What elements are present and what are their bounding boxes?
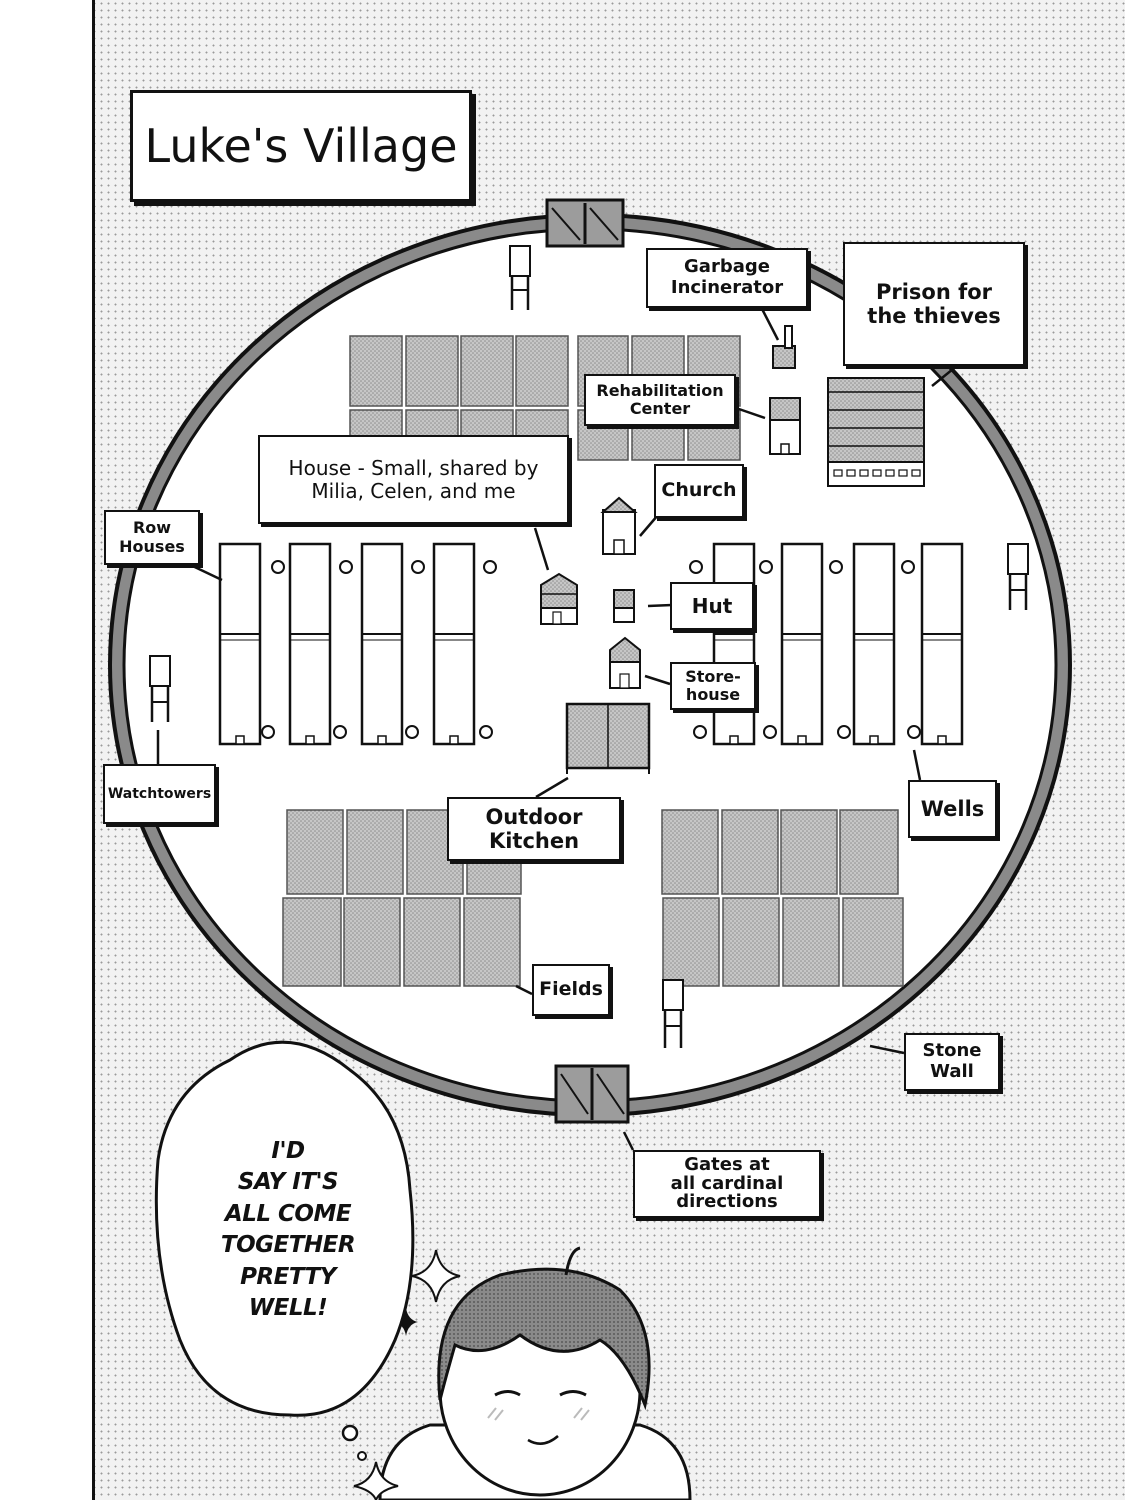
thought-line: SAY IT'S: [237, 1169, 339, 1195]
stone-wall-label: Stone Wall: [904, 1033, 1000, 1091]
prison-building: [827, 377, 925, 487]
thought-line: WELL!: [248, 1295, 328, 1321]
well: [405, 725, 419, 739]
row-house: [432, 542, 476, 746]
well: [759, 560, 773, 574]
storehouse-label: Store- house: [670, 662, 756, 710]
watchtower-south: [662, 979, 684, 1048]
panel-border: [92, 0, 95, 1500]
church-label: Church: [654, 464, 744, 518]
row-houses: [218, 542, 964, 746]
gates-label: Gates at all cardinal directions: [633, 1150, 821, 1218]
well: [689, 560, 703, 574]
character-luke: [378, 1246, 692, 1500]
well: [411, 560, 425, 574]
watchtower-east: [1007, 543, 1029, 610]
well: [483, 560, 497, 574]
page-title: Luke's Village: [130, 90, 472, 202]
page-gutter: [0, 0, 92, 1500]
outdoor-kitchen-label: Outdoor Kitchen: [447, 797, 621, 861]
south-gate: [554, 1064, 630, 1124]
north-gate: [545, 198, 625, 248]
hut-label: Hut: [670, 582, 754, 630]
main-house-building: [540, 572, 578, 625]
row-house: [218, 542, 262, 746]
thought-bubble: I'D SAY IT'S ALL COME TOGETHER PRETTY WE…: [160, 1050, 416, 1410]
wells: [261, 560, 921, 739]
watchtower-north: [509, 245, 531, 310]
well: [829, 560, 843, 574]
house-label: House - Small, shared by Milia, Celen, a…: [258, 435, 569, 524]
fields-label: Fields: [532, 964, 610, 1016]
thought-line: ALL COME: [224, 1200, 352, 1227]
row-house: [780, 542, 824, 746]
rehabilitation-building: [769, 397, 801, 455]
row-house: [920, 542, 964, 746]
well: [907, 725, 921, 739]
well: [333, 725, 347, 739]
hut-building: [613, 589, 635, 623]
thought-bubble-shape: [154, 1040, 415, 1461]
watchtowers-label: Watchtowers: [103, 764, 216, 824]
row-houses-label: Row Houses: [104, 510, 200, 565]
rehabilitation-center-label: Rehabilitation Center: [584, 374, 736, 426]
sparkles: [353, 1249, 461, 1500]
thought-line: TOGETHER: [220, 1232, 356, 1258]
wells-label: Wells: [908, 780, 997, 838]
well: [693, 725, 707, 739]
row-house: [712, 542, 756, 746]
well: [901, 560, 915, 574]
thought-line: I'D: [271, 1137, 305, 1164]
label-pointers: [156, 304, 959, 1151]
well: [271, 560, 285, 574]
garbage-incinerator-label: Garbage Incinerator: [646, 248, 808, 308]
thought-line: PRETTY: [240, 1263, 336, 1290]
row-house: [288, 542, 332, 746]
outdoor-kitchen-building: [565, 702, 651, 774]
incinerator-building: [772, 325, 796, 369]
well: [837, 725, 851, 739]
well: [339, 560, 353, 574]
prison-label: Prison for the thieves: [843, 242, 1025, 366]
church-building: [600, 496, 638, 555]
storehouse-building: [609, 636, 641, 689]
row-house: [360, 542, 404, 746]
watchtower-west: [149, 655, 171, 722]
well: [261, 725, 275, 739]
well: [479, 725, 493, 739]
fields: [282, 335, 904, 987]
row-house: [852, 542, 896, 746]
well: [763, 725, 777, 739]
